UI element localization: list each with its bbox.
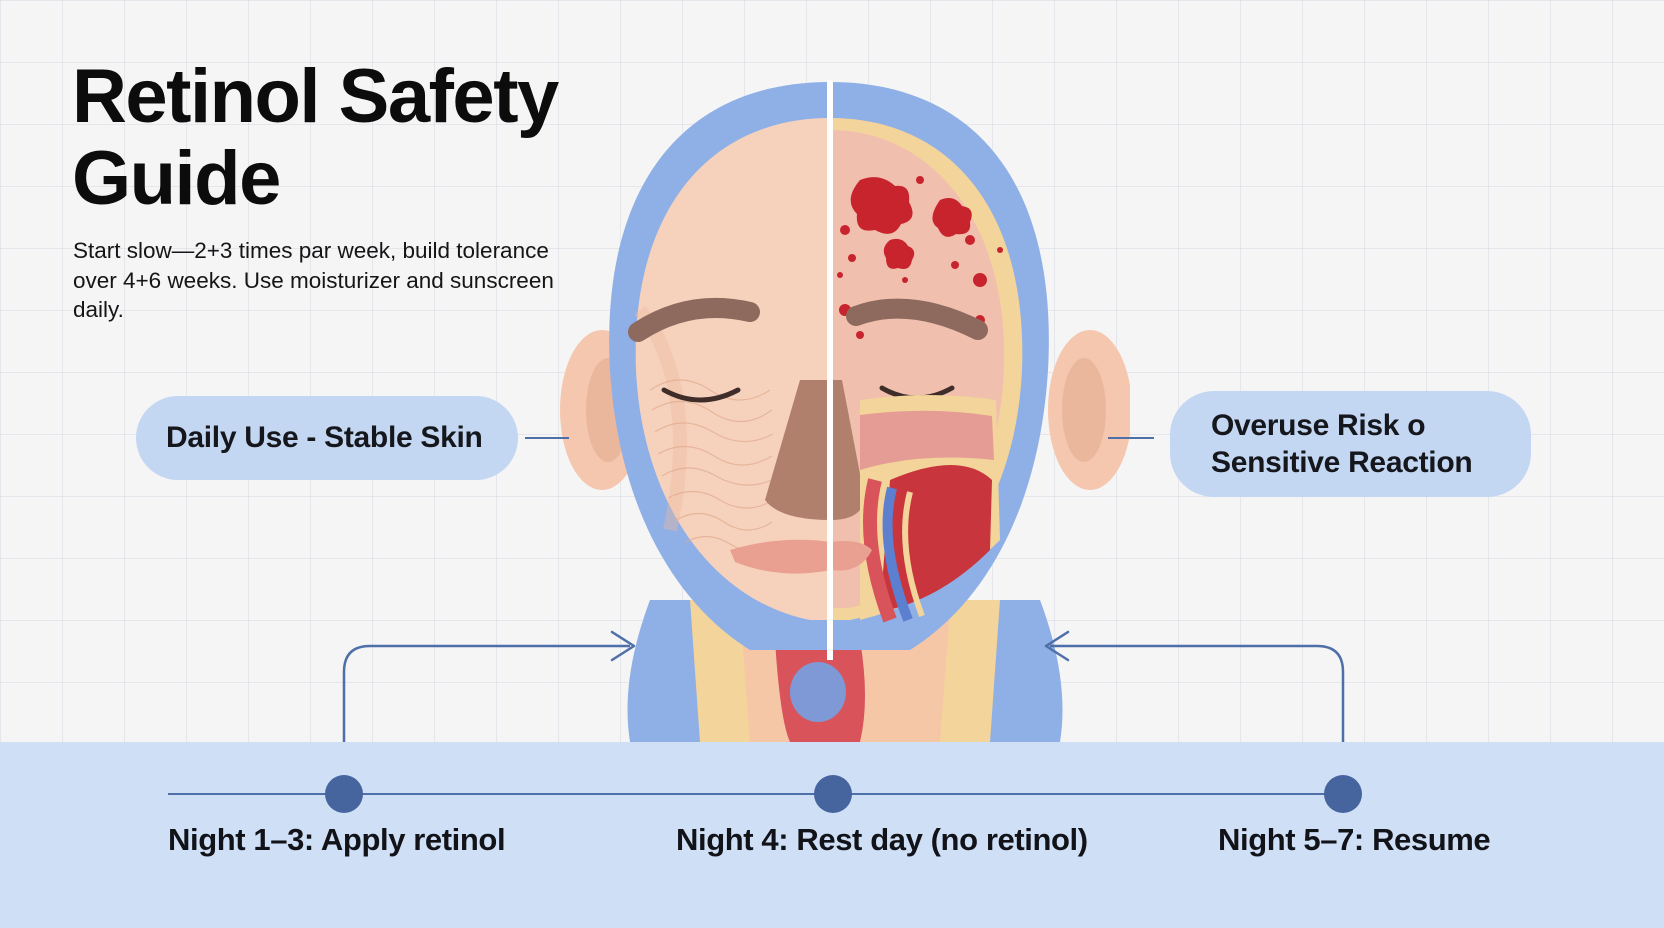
right-arrowhead-icon — [1044, 630, 1070, 662]
title-line-2: Guide — [72, 136, 281, 221]
subtitle: Start slow—2+3 times par week, build tol… — [73, 238, 554, 322]
timeline-label-1: Night 1–3: Apply retinol — [168, 822, 506, 857]
timeline-label-2: Night 4: Rest day (no retinol) — [676, 822, 1088, 857]
timeline-dot-1 — [325, 775, 363, 813]
timeline-dot-2 — [814, 775, 852, 813]
overuse-risk-label: Overuse Risk o Sensitive Reaction — [1170, 391, 1531, 497]
timeline-dot-3 — [1324, 775, 1362, 813]
left-arrowhead-icon — [610, 630, 636, 662]
head-cross-section-icon — [560, 80, 1132, 742]
daily-use-label-text: Daily Use - Stable Skin — [166, 421, 483, 454]
overuse-risk-label-line-1: Overuse Risk o — [1211, 409, 1426, 442]
timeline-line — [168, 793, 1330, 795]
left-flow-arrow — [342, 644, 630, 742]
page-title: Retinol Safety Guide — [72, 56, 632, 220]
right-flow-arrow — [1050, 644, 1345, 742]
left-connector-line — [525, 437, 569, 439]
overuse-risk-label-line-2: Sensitive Reaction — [1211, 446, 1473, 479]
title-line-1: Retinol Safety — [72, 54, 559, 139]
timeline-band — [0, 742, 1664, 928]
head-illustration — [560, 80, 1132, 750]
right-connector-line — [1108, 437, 1154, 439]
daily-use-label: Daily Use - Stable Skin — [136, 396, 518, 480]
timeline-label-3: Night 5–7: Resume — [1218, 822, 1491, 857]
